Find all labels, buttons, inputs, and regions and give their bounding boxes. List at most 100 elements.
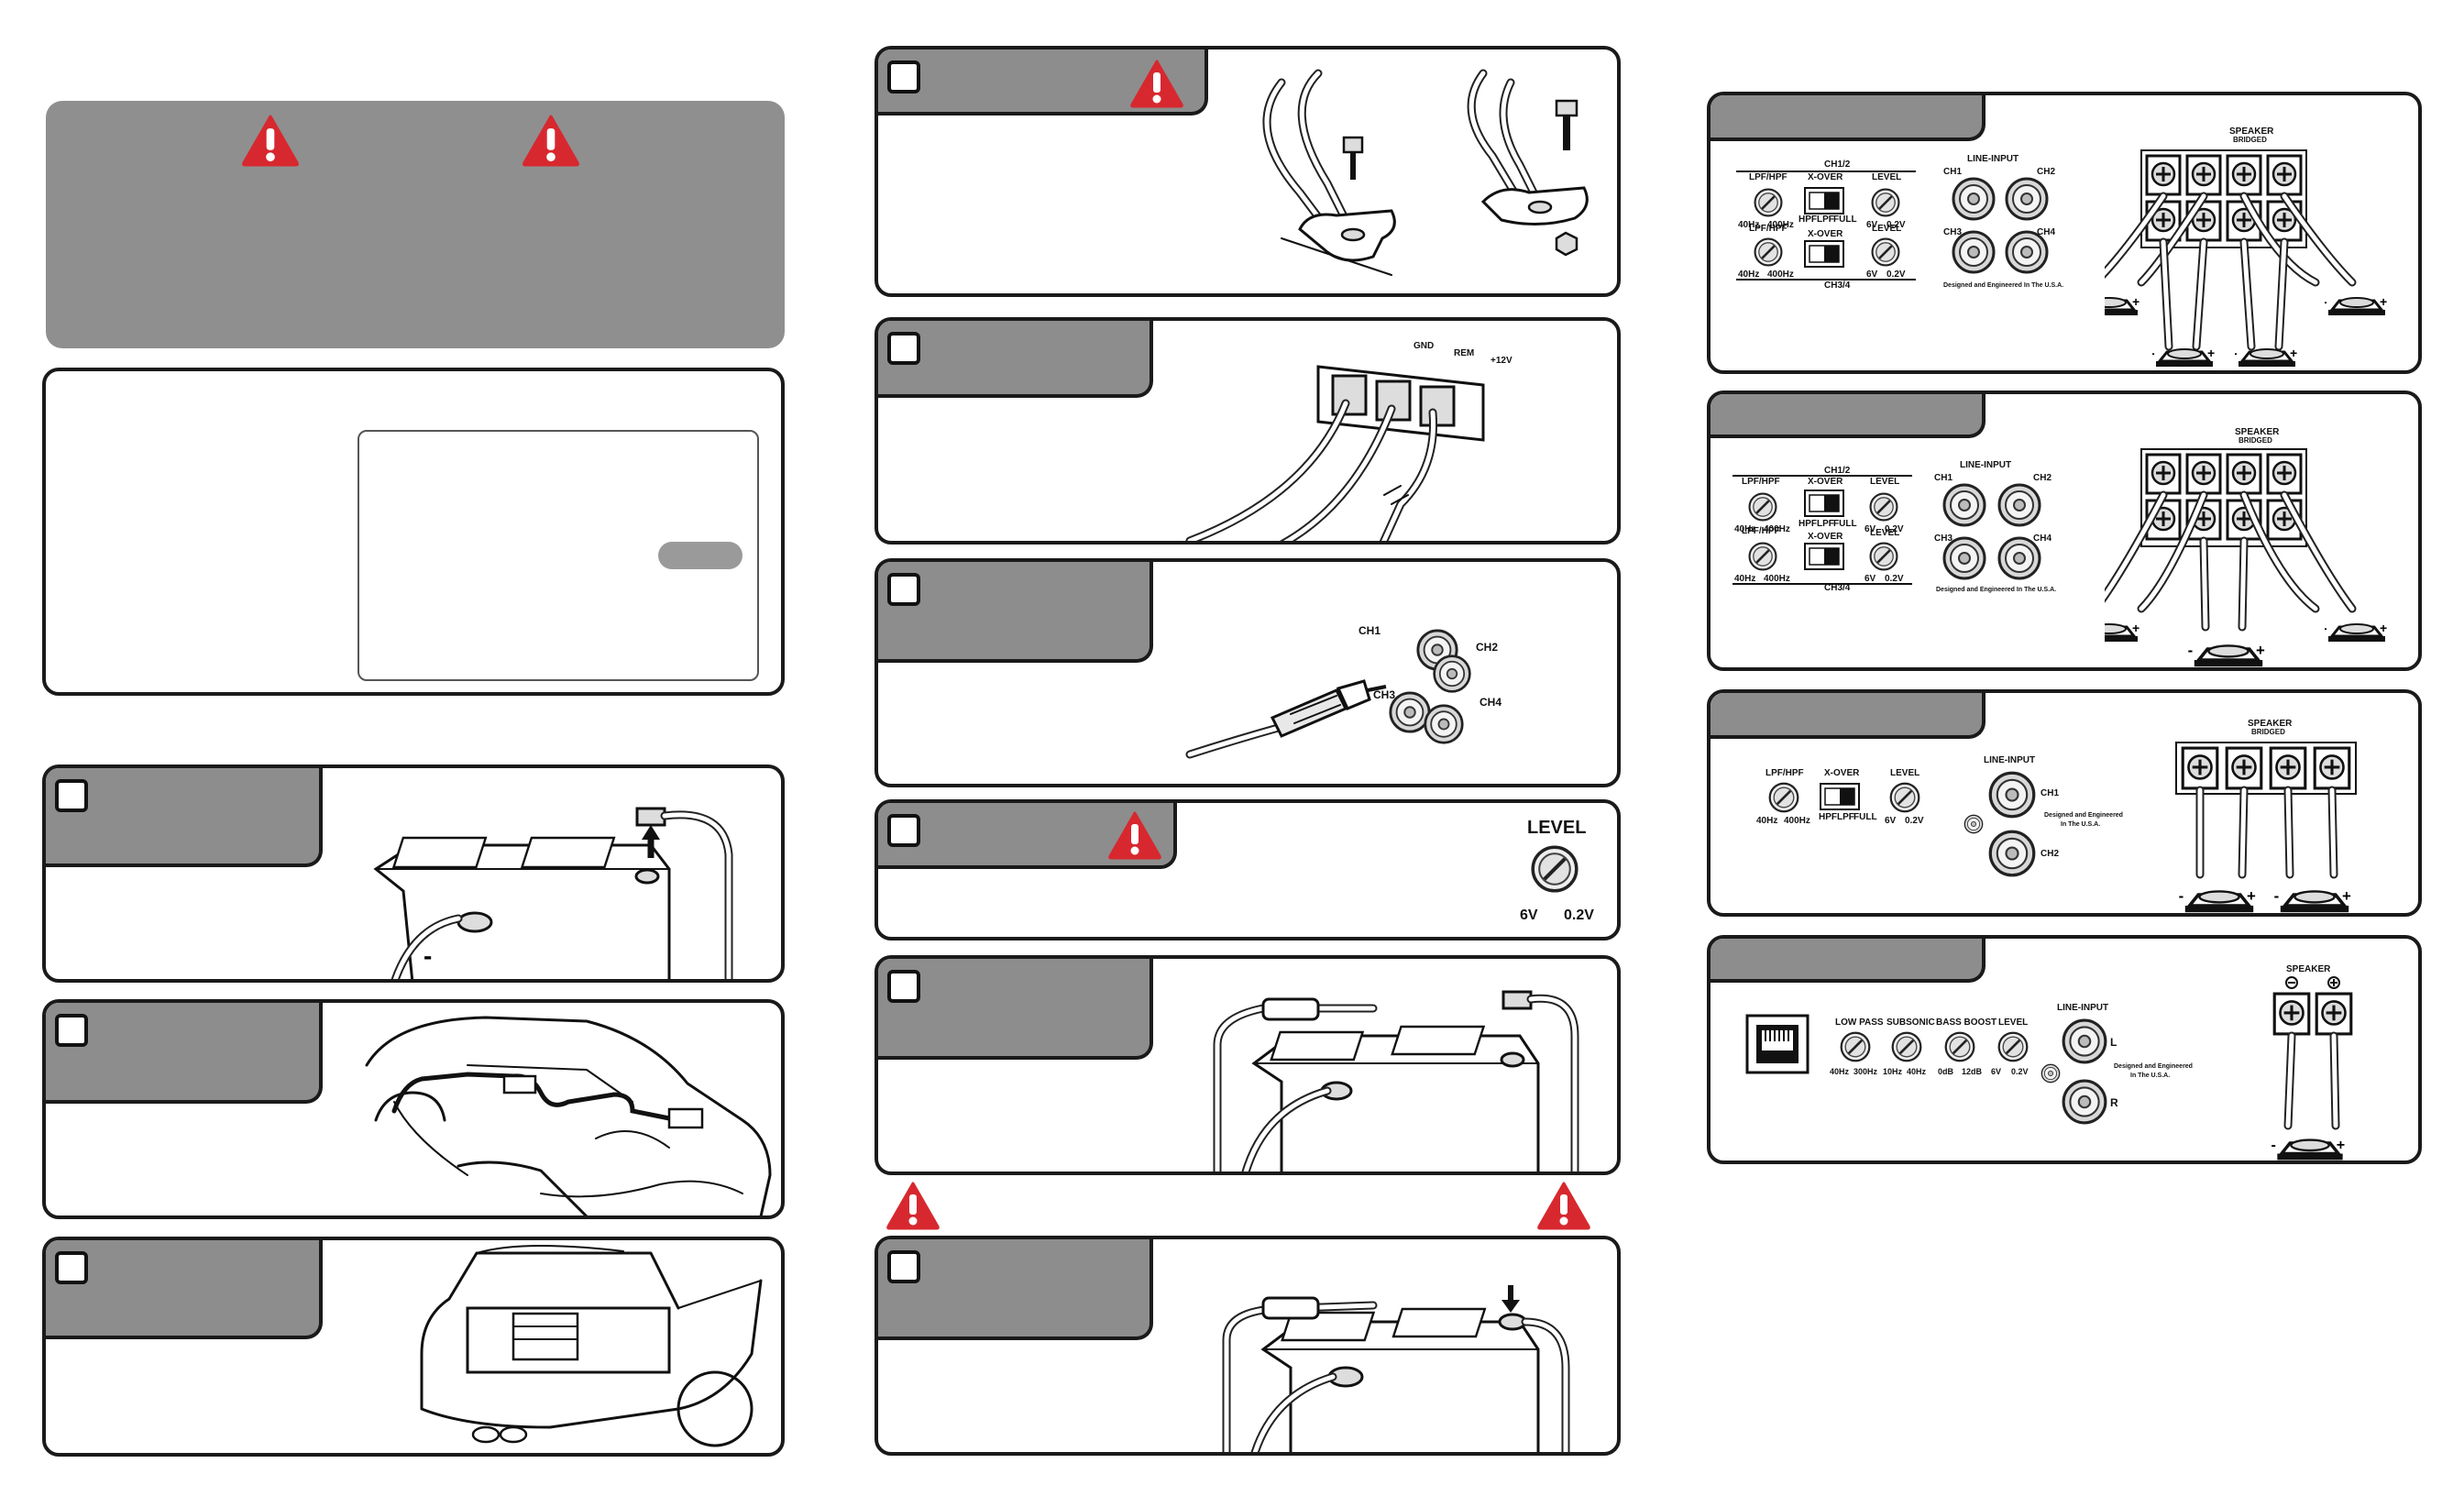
rca-jack-r[interactable] (2061, 1078, 2108, 1126)
ch12-label: CH1/2 (1824, 466, 1851, 476)
xover-label: X-OVER (1824, 768, 1860, 778)
checkbox-icon[interactable] (55, 1014, 88, 1047)
rca-jack-l[interactable] (2061, 1018, 2108, 1065)
step-tab (878, 321, 1153, 398)
step-ground (874, 46, 1621, 297)
wiring-2ch: LPF/HPF X-OVER LEVEL 40Hz 400Hz HPF LPF … (1707, 689, 2422, 917)
xover-label: X-OVER (1808, 532, 1843, 542)
designed-label-2: In The U.S.A. (2130, 1072, 2171, 1079)
lpfhpf-label: LPF/HPF (1766, 768, 1804, 778)
warning-icon (1129, 59, 1184, 108)
freq-max-label: 400Hz (1784, 816, 1810, 826)
step-mount-location (42, 1237, 785, 1457)
step-gain-level: LEVEL 6V 0.2V (874, 799, 1621, 940)
designed-label-1: Designed and Engineered (2114, 1063, 2193, 1070)
speaker-label: SPEAKER (2286, 964, 2331, 974)
xover-switch[interactable] (1804, 490, 1844, 517)
lpf-knob[interactable] (1747, 491, 1778, 522)
freq-min-label: 40Hz (1738, 270, 1760, 280)
rca-jack[interactable] (1951, 176, 1996, 222)
volt-min-label: 6V (1864, 574, 1876, 584)
level-label: LEVEL (1872, 224, 1902, 234)
xover-switch[interactable] (1804, 240, 1844, 268)
volt-min-label: 6V (1885, 816, 1897, 826)
bass-boost-knob[interactable] (1943, 1030, 1976, 1063)
level-knob[interactable] (1996, 1030, 2030, 1063)
ch4-label: CH4 (2033, 534, 2052, 544)
rca-jack[interactable] (2004, 176, 2050, 222)
wiring-4ch-b: CH1/2 LPF/HPF X-OVER LEVEL 40Hz 400Hz HP… (1707, 390, 2422, 671)
low-pass-knob[interactable] (1839, 1030, 1872, 1063)
checkbox-icon[interactable] (887, 814, 920, 847)
volt-max-label: 0.2V (1905, 816, 1924, 826)
level-label: LEVEL (1998, 1018, 2029, 1028)
rca-jack[interactable] (1942, 482, 1987, 528)
hpf-label: HPF (1819, 812, 1837, 822)
rca-jack[interactable] (1996, 482, 2042, 528)
step-battery-disconnect: - (42, 764, 785, 983)
rca-jack[interactable] (1987, 829, 2037, 878)
volt-max-label: 0.2V (1885, 524, 1904, 534)
lpf-knob[interactable] (1753, 236, 1784, 268)
checkbox-icon[interactable] (55, 779, 88, 812)
rca-jack[interactable] (1987, 770, 2037, 820)
level-knob[interactable] (1868, 541, 1899, 572)
ch2-label: CH2 (2037, 167, 2056, 177)
designed-label: Designed and Engineered In The U.S.A. (1943, 282, 2064, 289)
lpfhpf-label: LPF/HPF (1749, 224, 1788, 234)
checkbox-icon[interactable] (887, 970, 920, 1003)
lpf-knob[interactable] (1747, 541, 1778, 572)
freq-max-label: 400Hz (1767, 220, 1794, 230)
ch3-label: CH3 (1943, 227, 1963, 237)
level-knob[interactable] (1888, 781, 1921, 814)
line-input-label: LINE-INPUT (1960, 460, 2012, 470)
checkbox-icon[interactable] (887, 1250, 920, 1283)
xover-switch[interactable] (1804, 543, 1844, 570)
lpf-label: LPF (1817, 214, 1834, 225)
checkbox-icon[interactable] (887, 60, 920, 94)
mono-speaker-terminals (2251, 976, 2353, 1164)
hpf-label: HPF (1798, 519, 1817, 529)
bb-max-label: 12dB (1962, 1067, 1983, 1076)
ch1-label: CH1 (1943, 167, 1963, 177)
freq-max-label: 400Hz (1764, 574, 1790, 584)
level-knob[interactable] (1870, 236, 1901, 268)
level-knob (1529, 843, 1580, 895)
fuse-battery-illustration (1213, 990, 1579, 1172)
small-jack (1964, 814, 1984, 834)
checkbox-icon[interactable] (55, 1251, 88, 1284)
freq-min-label: 40Hz (1756, 816, 1778, 826)
bridged-label: BRIDGED (2233, 136, 2267, 144)
rca-jack (1432, 654, 1472, 694)
xover-switch[interactable] (1804, 187, 1844, 214)
checkbox-icon[interactable] (887, 332, 920, 365)
volt-min-label: 6V (1991, 1067, 2002, 1076)
step-tab (46, 768, 323, 867)
safety-header-box (46, 101, 785, 348)
subsonic-knob[interactable] (1890, 1030, 1923, 1063)
terminal-label-gnd: GND (1414, 341, 1435, 351)
hpf-label: HPF (1798, 214, 1817, 225)
rca-label-ch1: CH1 (1358, 624, 1381, 637)
lp-max-label: 300Hz (1854, 1067, 1878, 1076)
level-knob[interactable] (1870, 187, 1901, 218)
wiring-mono: LOW PASS SUBSONIC BASS BOOST LEVEL 40Hz … (1707, 935, 2422, 1164)
warning-icon (521, 114, 581, 167)
section-tab (1710, 394, 1986, 438)
ch4-label: CH4 (2037, 227, 2056, 237)
level-knob[interactable] (1868, 491, 1899, 522)
xover-label: X-OVER (1808, 229, 1843, 239)
step-power-terminals: GND REM +12V (874, 317, 1621, 544)
volt-max-label: 0.2V (1886, 220, 1906, 230)
level-label: LEVEL (1890, 768, 1920, 778)
designed-label-1: Designed and Engineered (2044, 812, 2123, 819)
remote-port-icon[interactable] (1745, 1014, 1810, 1074)
lpfhpf-label: LPF/HPF (1749, 172, 1788, 182)
lpf-knob[interactable] (1753, 187, 1784, 218)
checkbox-icon[interactable] (887, 573, 920, 606)
xover-switch[interactable] (1819, 783, 1861, 810)
terminal-label-rem: REM (1454, 348, 1475, 358)
lpf-knob[interactable] (1767, 781, 1800, 814)
speaker-terminals (2105, 448, 2389, 667)
step-fuse (874, 955, 1621, 1175)
